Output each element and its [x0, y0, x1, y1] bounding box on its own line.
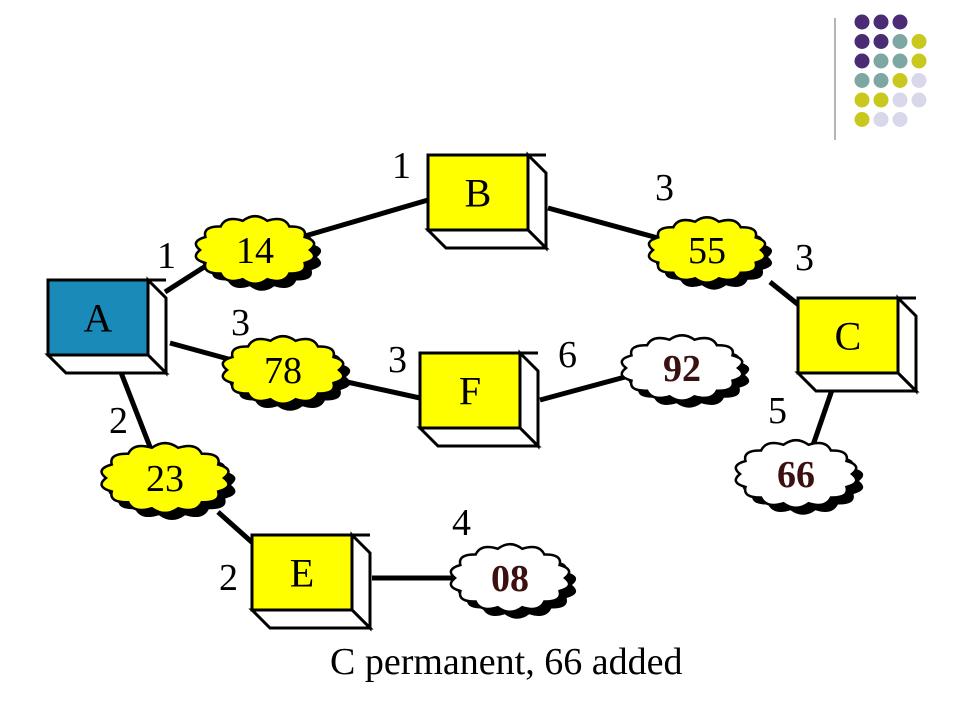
link-23-e [216, 510, 257, 547]
router-bottom-face [248, 608, 374, 630]
router-label: F [459, 369, 481, 414]
network-label: 14 [236, 230, 274, 272]
link-b-55 [547, 205, 659, 241]
router-bottom-face [794, 371, 920, 393]
weight-f-78: 3 [388, 339, 407, 381]
caption: C permanent, 66 added [330, 641, 682, 683]
network-label: 78 [264, 350, 302, 392]
decorative-dot [854, 14, 870, 30]
links [117, 197, 835, 581]
decorative-dot [873, 73, 889, 88]
router-c: C [794, 294, 920, 395]
network-cloud-66: 66 [734, 438, 864, 515]
network-label: 08 [491, 558, 529, 600]
decorative-dot [892, 73, 908, 88]
link-c-66 [809, 389, 835, 449]
decorative-dot [854, 73, 870, 88]
router-bottom-face [424, 228, 550, 250]
decorative-dot [873, 53, 889, 69]
link-14-b [304, 197, 429, 239]
network-cloud-23: 23 [100, 441, 236, 520]
cloud-shape [620, 334, 744, 402]
decorative-dot [854, 112, 870, 127]
router-e: E [248, 531, 374, 632]
router-label: E [290, 551, 314, 596]
decorative-dot [873, 112, 889, 127]
cloud-shape [647, 216, 767, 284]
weight-a-23: 2 [109, 400, 128, 442]
network-label: 23 [146, 458, 184, 500]
weight-a-78: 3 [231, 302, 250, 344]
link-a-23 [117, 369, 155, 453]
networks: 14 55 78 92 23 66 08 [100, 214, 864, 619]
link-78-f [337, 377, 421, 401]
network-cloud-78: 78 [221, 334, 351, 411]
router-label: C [835, 314, 862, 359]
link-weights: 1 1 3 3 3 3 6 5 2 2 4 [109, 145, 814, 599]
decorative-dot [892, 92, 908, 108]
cloud-shape [194, 214, 316, 286]
link-55-c [768, 280, 802, 308]
decorative-dot [911, 34, 927, 49]
cloud-shape [734, 438, 858, 510]
routers: A B C F E [44, 151, 920, 632]
router-bottom-face [44, 353, 170, 375]
weight-a-14: 1 [157, 235, 176, 277]
decorative-dot [892, 14, 908, 30]
decorative-dot [892, 34, 908, 49]
network-cloud-55: 55 [647, 216, 773, 290]
cloud-shape [449, 542, 571, 614]
weight-f-92: 6 [558, 334, 577, 376]
router-f: F [416, 349, 542, 450]
decorative-dot [873, 14, 889, 30]
decorative-dot [892, 112, 908, 127]
weight-e-08: 4 [452, 502, 471, 544]
network-label: 66 [777, 454, 815, 496]
decorative-dot [911, 92, 927, 108]
router-front-face [426, 153, 530, 232]
router-label: B [465, 171, 492, 216]
network-cloud-08: 08 [449, 542, 577, 619]
weight-b-top: 1 [392, 145, 411, 187]
decorative-dot [854, 92, 870, 108]
router-a: A [44, 276, 170, 377]
network-label: 92 [663, 348, 701, 390]
network-label: 55 [688, 230, 726, 272]
router-b: B [424, 151, 550, 252]
weight-c-55: 3 [795, 237, 814, 279]
router-bottom-face [416, 426, 542, 448]
link-a-78 [169, 340, 233, 363]
router-front-face [418, 351, 522, 430]
router-front-face [796, 296, 900, 375]
router-front-face [46, 278, 150, 357]
link-f-92 [539, 374, 626, 403]
decorative-dot [854, 34, 870, 49]
weight-e-23: 2 [219, 557, 238, 599]
cloud-shape [221, 334, 345, 406]
decorative-dot [892, 53, 908, 69]
decorative-dot [873, 92, 889, 108]
decorative-dot [911, 53, 927, 69]
decorative-dot-grid [854, 14, 927, 127]
network-cloud-92: 92 [620, 334, 750, 408]
network-cloud-14: 14 [194, 214, 322, 291]
decorative-dot [854, 53, 870, 69]
decorative-dot [911, 73, 927, 88]
decorative-dot [873, 34, 889, 49]
router-front-face [250, 533, 354, 612]
weight-b-55: 3 [655, 167, 674, 209]
weight-c-66: 5 [768, 390, 787, 432]
router-label: A [84, 296, 113, 341]
cloud-shape [100, 441, 230, 515]
